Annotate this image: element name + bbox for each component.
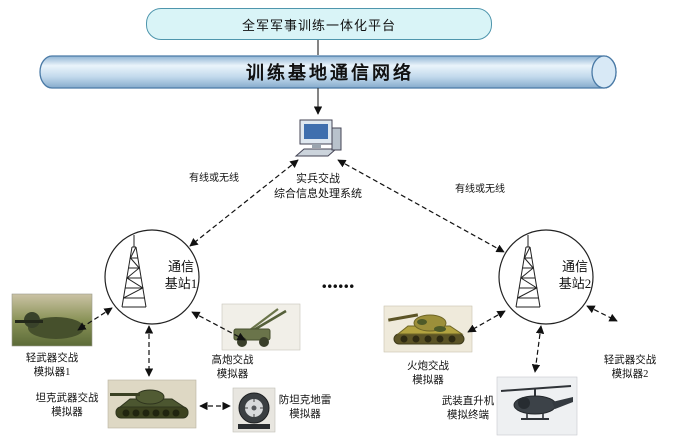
station2-label-line2: 基站2: [558, 276, 592, 291]
label-line: 模拟器: [289, 409, 321, 420]
label-line: 坦克武器交战: [35, 393, 99, 404]
label-line: 模拟器: [51, 407, 83, 418]
station1-label-line1: 通信: [167, 259, 194, 274]
label-line: 武装直升机: [441, 396, 495, 407]
station2-label: 通信 基站2: [552, 258, 598, 292]
processor-label: 实兵交战 综合信息处理系统: [256, 172, 380, 202]
label-anti-tank-mine: 防坦克地雷 模拟器: [262, 394, 348, 422]
link-label-right: 有线或无线: [455, 184, 505, 195]
label-tank-weapons: 坦克武器交战 模拟器: [20, 392, 114, 420]
arrow-station2-artillery: [467, 310, 506, 333]
label-light-weapons-1: 轻武器交战 模拟器1: [8, 352, 96, 380]
label-line: 模拟器1: [33, 367, 71, 378]
network-cylinder: [39, 55, 617, 89]
arrow-processor-station1: [189, 159, 299, 247]
label-line: 模拟器2: [611, 369, 649, 380]
arrow-station2-light-weapons-2: [586, 305, 618, 322]
label-line: 火炮交战: [407, 361, 449, 372]
network-label: 训练基地通信网络: [246, 63, 414, 83]
arrow-station1-aa-gun: [191, 311, 246, 341]
label-helicopter: 武装直升机 模拟终端: [425, 395, 511, 423]
antenna-tower-icon: [121, 235, 147, 308]
platform-box: 全军军事训练一体化平台: [146, 8, 492, 40]
processor-label-line2: 综合信息处理系统: [274, 188, 362, 200]
label-line: 模拟器: [216, 369, 249, 380]
label-line: 高炮交战: [211, 355, 254, 366]
station1-label: 通信 基站1: [158, 258, 204, 292]
base-station-2-node: [498, 229, 594, 325]
label-line: 模拟终端: [447, 410, 489, 421]
soldier-photo-1: [11, 293, 93, 347]
antenna-tower-icon: [515, 235, 541, 308]
label-artillery: 火炮交战 模拟器: [385, 360, 471, 388]
helicopter-photo: [496, 376, 578, 436]
label-aa-gun: 高炮交战 模拟器: [190, 354, 275, 382]
desktop-computer-icon: [294, 119, 342, 157]
label-line: 模拟器: [412, 375, 444, 386]
artillery-photo: [383, 305, 473, 353]
label-line: 轻武器交战: [25, 353, 79, 364]
platform-title: 全军军事训练一体化平台: [241, 17, 396, 33]
mine-photo: [232, 387, 276, 433]
arrow-station2-helicopter: [531, 325, 545, 373]
stations-ellipsis: ......: [321, 268, 355, 293]
label-line: 轻武器交战: [603, 355, 657, 366]
tank-photo: [107, 379, 197, 429]
station2-label-line1: 通信: [561, 259, 588, 274]
link-label-left: 有线或无线: [189, 173, 239, 184]
station1-label-line2: 基站1: [164, 276, 198, 291]
base-station-1-node: [104, 229, 200, 325]
arrow-station1-light-weapons-1: [77, 307, 113, 331]
label-light-weapons-2: 轻武器交战 模拟器2: [586, 354, 674, 382]
label-line: 防坦克地雷: [278, 395, 332, 406]
processor-label-line1: 实兵交战: [296, 173, 340, 185]
aa-gun-photo: [221, 303, 301, 351]
